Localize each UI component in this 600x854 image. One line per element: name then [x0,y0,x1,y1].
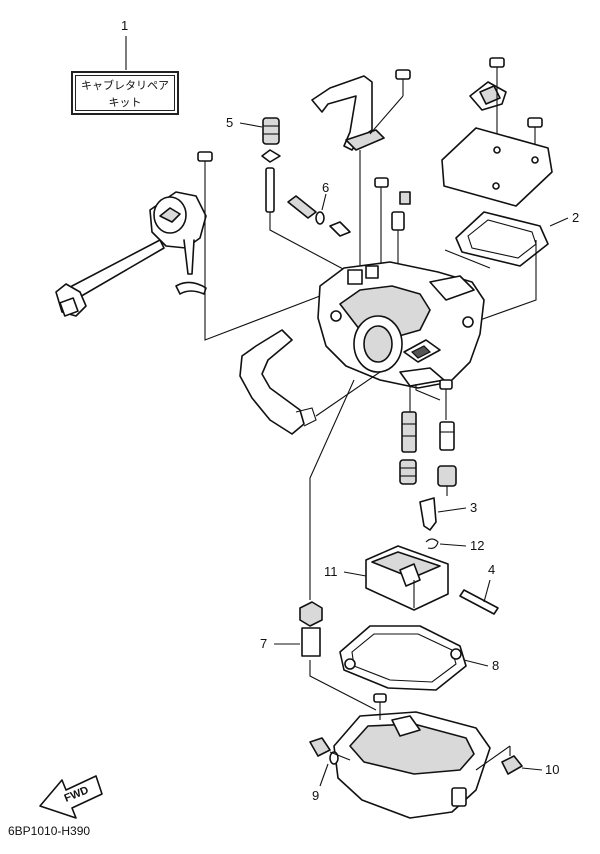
needle-rod [265,167,275,226]
alignment-line-jets [415,384,441,401]
part-9-drain-screw [309,737,339,765]
callout-9: 9 [312,788,319,803]
cover-plate [441,127,553,207]
callout-8: 8 [492,658,499,673]
part-6-pilot-screw [287,195,351,237]
leader-line-12 [439,543,467,547]
reference-code: 6BP1010-H390 [8,824,91,838]
screw-body-right [439,379,453,420]
callout-1: 1 [121,18,128,33]
alignment-line-spring [309,379,355,600]
screw-solenoid [197,151,213,200]
alignment-line-drain [329,751,351,761]
alignment-line-solenoid [204,200,321,341]
leader-line-3 [437,507,467,513]
leader-line-5 [239,122,263,128]
carburetor-body [317,261,485,389]
callout-7: 7 [260,636,267,651]
callout-11: 11 [324,564,338,579]
main-nozzle [401,386,417,453]
main-jet [399,459,417,485]
screw-bracket [395,69,411,96]
leader-line-4 [483,579,491,603]
part-3-needle-valve [419,497,437,531]
callout-12: 12 [470,538,484,553]
choke-solenoid-assembly [55,191,207,317]
kit-label-line1: キャブレタリペア [81,79,169,92]
callout-6: 6 [322,180,329,195]
leader-line-6 [321,193,327,211]
part-2-gasket [455,211,549,267]
fwd-arrow: FWD [39,775,103,819]
part-12-clip [425,538,439,549]
part-5-jet [261,117,281,163]
callout-5: 5 [226,115,233,130]
needle-valve-seat [437,421,457,487]
leader-line-10 [521,767,543,771]
cover-bracket-small [469,81,507,111]
alignment-line-bowl [309,660,377,711]
alignment-line-gasket [479,240,537,321]
part-10-bowl-screw [501,746,523,775]
leader-line-9 [319,763,329,787]
leader-line-2 [549,217,569,227]
callout-2: 2 [572,210,579,225]
alignment-line-needle [269,226,346,271]
part-11-float [365,545,449,611]
callout-10: 10 [545,762,559,777]
alignment-line-bowl-screw [475,745,511,771]
callout-4: 4 [488,562,495,577]
kit-label-line2: キット [108,96,142,109]
part-7-spring [299,601,323,657]
fuel-hose [239,329,317,435]
leader-line-11 [343,571,367,577]
leader-line-8 [463,659,489,667]
screw-body-top-left [374,177,389,270]
part-8-bowl-gasket [339,625,467,691]
throttle-bracket [311,75,385,151]
part-4-float-pin [459,589,499,615]
float-bowl [333,693,491,819]
callout-3: 3 [470,500,477,515]
repair-kit-label-box: キャブレタリペア キット [71,71,179,115]
spring-body-top [391,191,411,264]
alignment-line-gasket-2 [444,249,491,269]
alignment-line-bracket [369,95,404,135]
